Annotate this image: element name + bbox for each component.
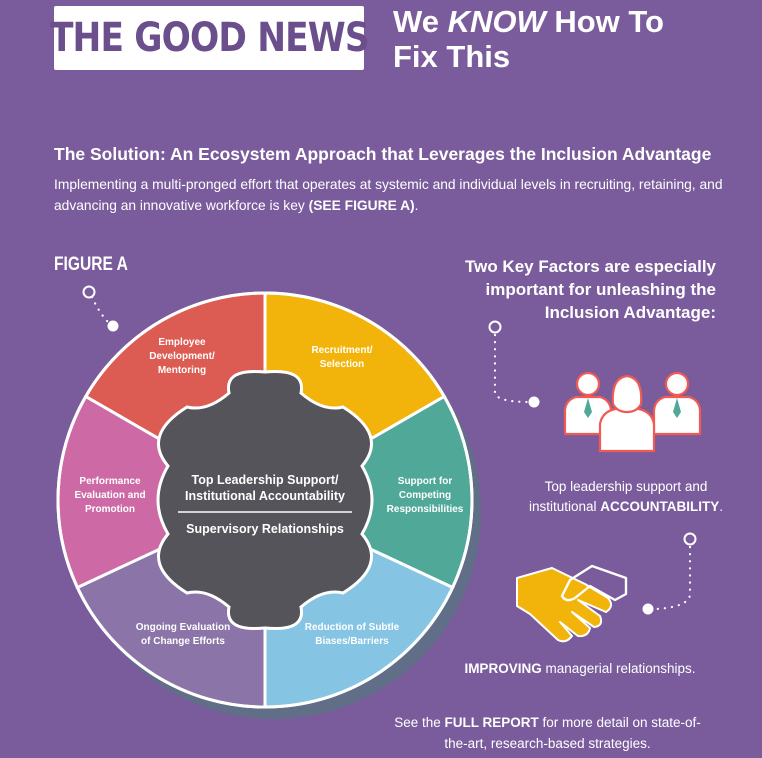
- good-news-badge: THE GOOD NEWS: [50, 6, 369, 70]
- central-core: [156, 369, 374, 631]
- factors-title-line: important for unleashing the: [485, 280, 716, 299]
- core-text: Top Leadership Support/Institutional Acc…: [178, 473, 352, 536]
- core-top-line: Institutional Accountability: [185, 489, 345, 503]
- segment-label-line: Reduction of Subtle: [305, 622, 400, 633]
- headline-part1: We: [393, 4, 448, 39]
- factor1-caption: Top leadership support and institutional…: [500, 477, 752, 517]
- factor2-text: managerial relationships.: [541, 661, 696, 676]
- segment-label-line: Employee: [158, 337, 206, 348]
- footer-line2: the-art, research-based strategies.: [444, 736, 651, 751]
- segment-ongoing-evaluation-label: Ongoing Evaluation of Change Efforts: [136, 622, 230, 647]
- solution-end: .: [414, 198, 419, 213]
- connector-rings: [82, 285, 697, 546]
- figure-label: FIGURE A: [54, 254, 128, 275]
- segment-label-line: Ongoing Evaluation: [136, 622, 230, 633]
- core-bottom-line: Supervisory Relationships: [186, 522, 344, 536]
- badge-text: THE GOOD NEWS: [49, 15, 370, 61]
- handshake-icon: [516, 564, 628, 643]
- segment-label-line: Development/: [149, 351, 215, 362]
- factor2-caption: IMPROVING managerial relationships.: [455, 659, 705, 679]
- segment-label-line: Responsibilities: [387, 504, 464, 515]
- factor1-line2: institutional: [528, 499, 601, 514]
- headline: We KNOW How To Fix This: [393, 4, 664, 74]
- factor2-bold: IMPROVING: [464, 661, 542, 676]
- footer-prefix: See the: [394, 715, 445, 730]
- connector-dots: [107, 320, 654, 615]
- segment-label-line: Promotion: [85, 504, 135, 515]
- headline-part2: How To: [545, 4, 664, 39]
- headline-emphasis: KNOW: [447, 4, 546, 39]
- footer-note: See the FULL REPORT for more detail on s…: [370, 712, 725, 754]
- people-icon: [563, 371, 702, 453]
- factors-title-line: Two Key Factors are especially: [464, 257, 716, 276]
- segment-label-line: Support for: [398, 476, 453, 487]
- full-report-link: FULL REPORT: [444, 715, 539, 730]
- factor1-bold: ACCOUNTABILITY: [600, 499, 720, 514]
- segment-label-line: of Change Efforts: [141, 636, 225, 647]
- segment-label-line: Recruitment/: [311, 345, 372, 356]
- figure-reference: (SEE FIGURE A): [308, 198, 415, 213]
- segment-label-line: Biases/Barriers: [315, 636, 389, 647]
- segment-label-line: Mentoring: [158, 365, 206, 376]
- core-top-line: Top Leadership Support/: [192, 473, 340, 487]
- segment-recruitment-label: Recruitment/Selection: [311, 345, 372, 370]
- factors-title-line: Inclusion Advantage:: [544, 303, 716, 322]
- segment-label-line: Performance: [79, 476, 141, 487]
- segment-label-line: Evaluation and: [74, 490, 145, 501]
- wheel-rim: [56, 291, 474, 709]
- factor1-line1: Top leadership support and: [544, 479, 708, 494]
- segment-label-line: Competing: [399, 490, 451, 501]
- factor1-end: .: [719, 499, 724, 514]
- footer-line1: for more detail on state-of-: [538, 715, 701, 730]
- solution-text: Implementing a multi-pronged effort that…: [54, 174, 734, 216]
- solution-body: Implementing a multi-pronged effort that…: [54, 177, 723, 213]
- solution-title: The Solution: An Ecosystem Approach that…: [54, 144, 712, 164]
- segment-label-line: Selection: [320, 359, 364, 370]
- factors-title: Two Key Factors are especially important…: [416, 255, 716, 324]
- headline-line2: Fix This: [393, 39, 511, 74]
